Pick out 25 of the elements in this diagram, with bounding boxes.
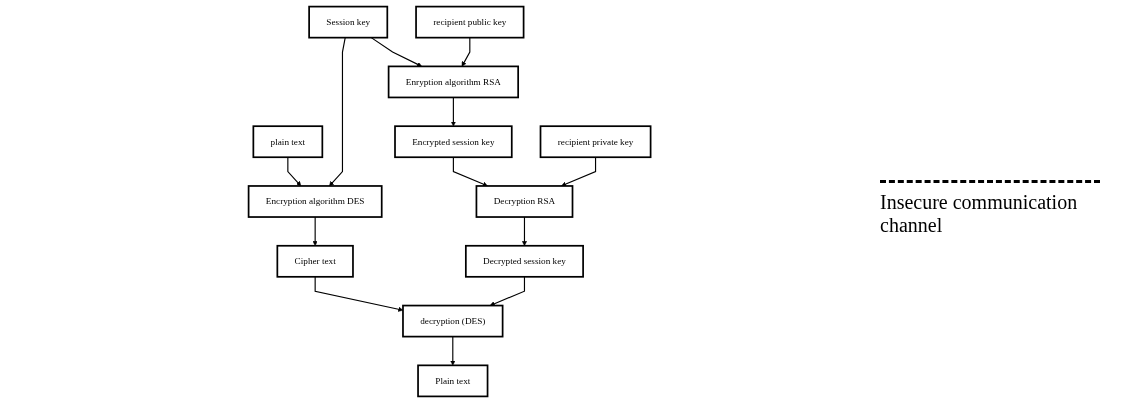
node-box: Plain text (417, 364, 489, 398)
arrow (462, 37, 471, 67)
node-box: decryption (DES) (402, 304, 504, 338)
arrow (453, 156, 489, 187)
arrow (329, 37, 347, 187)
node-box: Enryption algorithm RSA (388, 65, 520, 99)
arrow (451, 96, 457, 127)
node-box: Cipher text (276, 244, 355, 278)
node-box: plain text (252, 125, 324, 159)
node-box: recipient private key (540, 125, 652, 159)
node-box: Decrypted session key (465, 244, 585, 278)
node-box: Encryption algorithm DES (248, 185, 383, 218)
arrow (287, 156, 302, 187)
arrow (450, 336, 456, 366)
arrow (371, 37, 423, 67)
node-box: Encrypted session key (394, 125, 513, 159)
arrow (314, 276, 404, 312)
arrow (490, 276, 526, 307)
node-box: Session key (308, 5, 389, 39)
node-box: recipient public key (415, 5, 525, 39)
channel-label: Insecure communication channel (880, 191, 1079, 237)
arrow (522, 216, 528, 246)
node-box: Decryption RSA (475, 185, 574, 218)
arrow (313, 216, 319, 246)
arrow (561, 156, 597, 187)
